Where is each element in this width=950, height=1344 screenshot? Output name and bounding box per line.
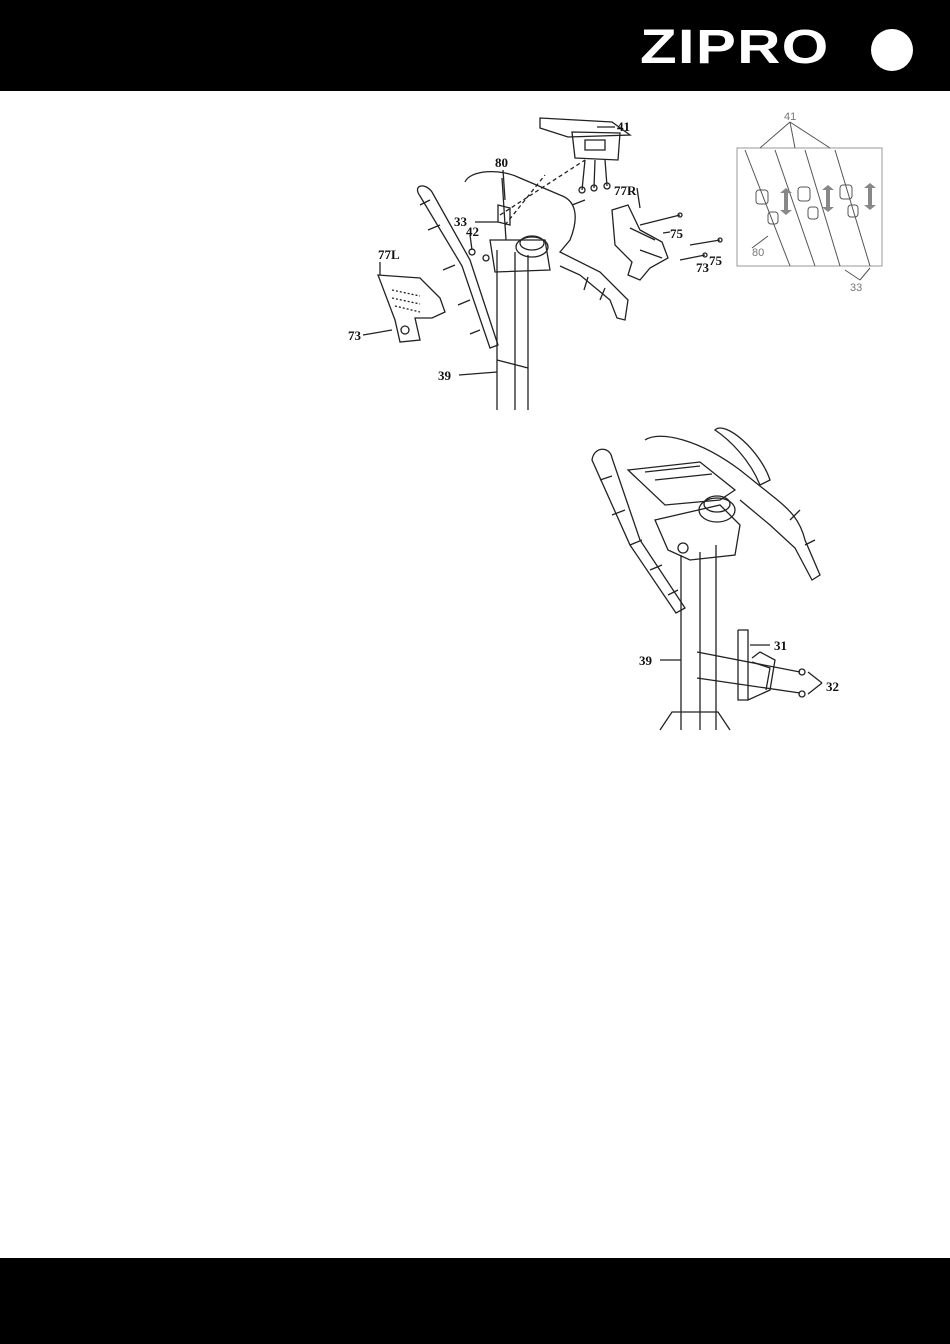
bottle-holder-31 — [738, 630, 775, 700]
header-bar: ZIPRO — [0, 0, 950, 91]
label-73-left: 73 — [348, 328, 362, 343]
label-75-b: 75 — [709, 253, 723, 268]
label-39-bottom: 39 — [639, 653, 653, 668]
left-handlebar-bottom — [592, 449, 685, 613]
diagram-top-assembly: 41 80 77R 33 42 75 75 73 77L 73 39 — [330, 100, 730, 412]
page-number-circle — [871, 29, 913, 71]
label-31: 31 — [774, 638, 787, 653]
brand-logo: ZIPRO — [640, 26, 830, 70]
post-39-bottom — [681, 545, 716, 730]
head-housing-bottom — [655, 505, 740, 560]
footer-bar — [0, 1258, 950, 1344]
diagram-bottom-assembly: 39 31 32 — [585, 415, 885, 735]
inset-label-80: 80 — [752, 247, 764, 259]
left-handlebar — [417, 186, 498, 348]
label-77L: 77L — [378, 247, 400, 262]
cover-77L — [378, 275, 445, 342]
label-42: 42 — [466, 224, 479, 239]
post-39 — [497, 250, 528, 410]
label-32: 32 — [826, 679, 839, 694]
right-handlebar-bottom — [645, 436, 820, 580]
cover-77R — [612, 205, 668, 280]
inset-label-33: 33 — [850, 282, 862, 294]
label-75-a: 75 — [670, 226, 684, 241]
label-73-right: 73 — [696, 260, 710, 275]
label-77R: 77R — [614, 183, 637, 198]
diagram-inset-connectors: 41 80 33 — [730, 108, 890, 293]
label-80: 80 — [495, 155, 508, 170]
label-41: 41 — [617, 119, 630, 134]
inset-label-41: 41 — [784, 111, 796, 123]
label-39-top: 39 — [438, 368, 452, 383]
